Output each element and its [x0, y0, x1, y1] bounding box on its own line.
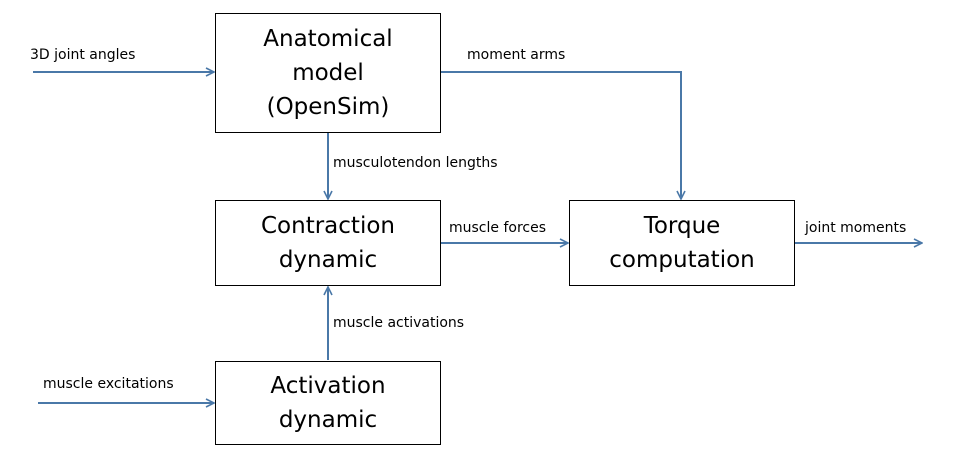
activation-dynamic-box: Activation dynamic: [215, 361, 441, 445]
contraction-dynamic-box: Contraction dynamic: [215, 200, 441, 286]
anatomical-model-line3: (OpenSim): [266, 94, 390, 120]
label-joint-moments: joint moments: [805, 220, 907, 236]
label-musculotendon-lengths: musculotendon lengths: [333, 155, 498, 171]
torque-computation-line1: Torque: [643, 213, 721, 239]
label-moment-arms: moment arms: [467, 47, 566, 63]
anatomical-model-line2: model: [292, 60, 364, 86]
torque-computation-box: Torque computation: [569, 200, 795, 286]
anatomical-model-box: Anatomical model (OpenSim): [215, 13, 441, 133]
contraction-dynamic-line2: dynamic: [278, 247, 378, 273]
anatomical-model-line1: Anatomical: [263, 26, 393, 52]
label-muscle-forces: muscle forces: [449, 220, 547, 236]
label-joint-angles: 3D joint angles: [30, 47, 136, 63]
arrow-moment-arms: [441, 71, 681, 199]
label-muscle-activations: muscle activations: [333, 315, 465, 331]
torque-computation-line2: computation: [609, 247, 755, 273]
label-muscle-excitations: muscle excitations: [43, 376, 174, 392]
activation-dynamic-line1: Activation: [270, 373, 386, 399]
contraction-dynamic-line1: Contraction: [261, 213, 395, 239]
activation-dynamic-line2: dynamic: [278, 407, 378, 433]
